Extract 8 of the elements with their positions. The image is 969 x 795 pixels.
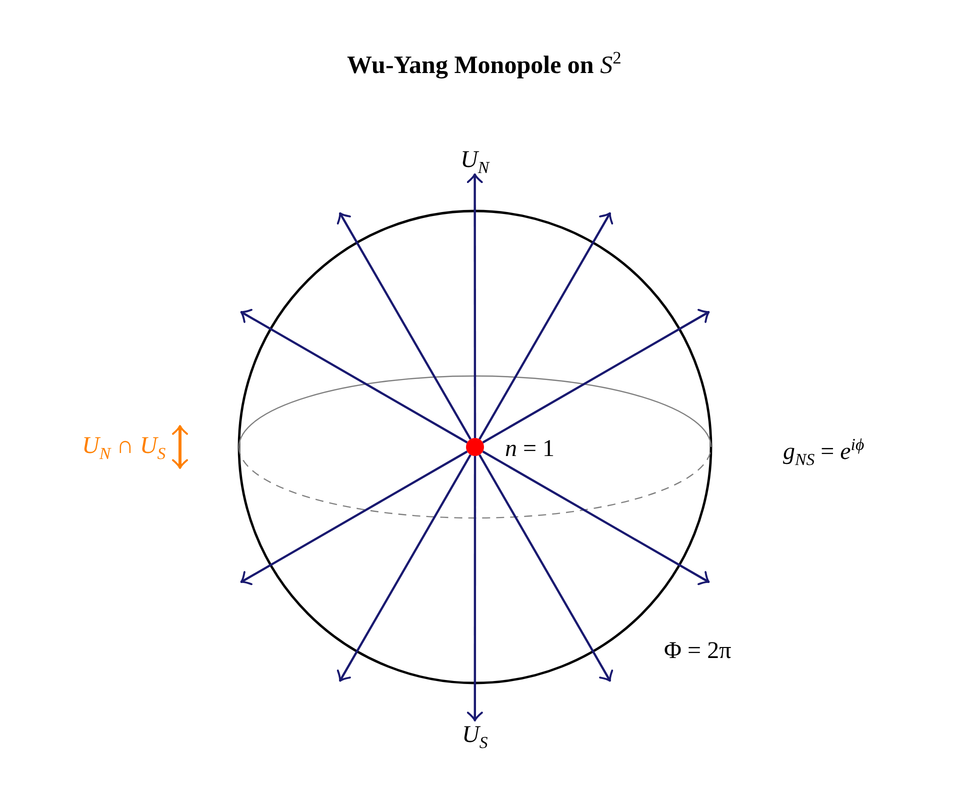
monopole-dot [466, 438, 484, 456]
diagram-title: Wu-Yang Monopole on S$^{2}$ [347, 51, 622, 81]
region-label: U$_{S}$ [462, 720, 488, 750]
charge-label: n = 1 [505, 434, 555, 464]
overlap-label: U$_{N}$ ∩ U$_{S}$ [82, 432, 166, 460]
flux-label: Φ = 2π [664, 636, 732, 666]
region-label: U$_{N}$ [460, 146, 490, 174]
equation-label: g$_{NS}$ = e$^{iϕ}$ [783, 438, 864, 466]
